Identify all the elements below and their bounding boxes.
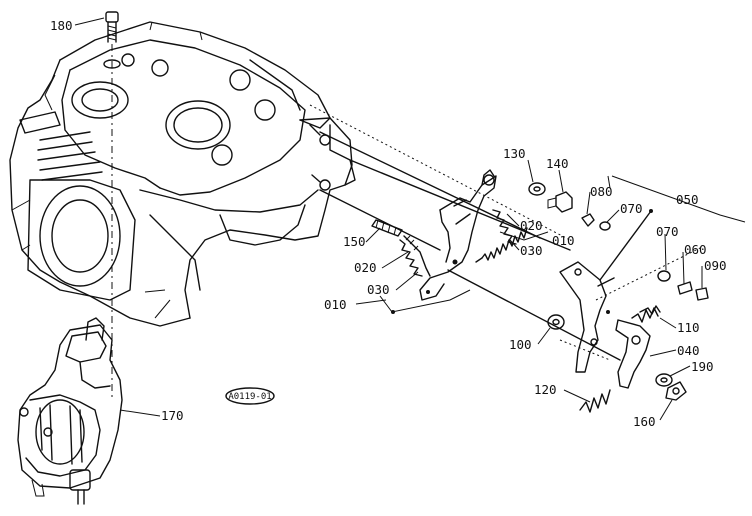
- washer-100: [547, 314, 565, 330]
- spring-120: [579, 389, 611, 413]
- callout-180: 180: [50, 18, 73, 33]
- washer-070-b: [657, 270, 671, 282]
- washer-070-a: [599, 221, 611, 231]
- callout-020-a: 020: [520, 218, 543, 233]
- callout-100: 100: [509, 337, 532, 352]
- group-050-bracket: [611, 175, 746, 223]
- callout-020-b: 020: [354, 260, 377, 275]
- group-050-tick: [607, 175, 611, 189]
- drawing-code: A0119-01: [228, 392, 271, 402]
- shaft-lower: [349, 159, 571, 251]
- callout-110: 110: [677, 320, 700, 335]
- spring-030-a: [475, 227, 528, 263]
- group-010-dot: [391, 310, 395, 314]
- assembly-line-1: [309, 104, 571, 241]
- spring-020-upper: [492, 209, 517, 245]
- callout-010-a: 010: [552, 233, 575, 248]
- callout-170: 170: [161, 408, 184, 423]
- shaft-lever-link: [447, 269, 621, 361]
- callout-030-a: 030: [520, 243, 543, 258]
- callout-050: 050: [676, 192, 699, 207]
- bolt-140: [547, 191, 573, 213]
- washer-190: [655, 373, 673, 387]
- nut-080: [581, 213, 595, 227]
- callout-060: 060: [684, 242, 707, 257]
- bolt-180: [103, 11, 121, 69]
- callout-120: 120: [534, 382, 557, 397]
- callout-070-b: 070: [656, 224, 679, 239]
- pin-060: [677, 281, 693, 295]
- drawing-code-stamp: A0119-01: [225, 387, 275, 405]
- assembly-line-3: [559, 339, 611, 361]
- governor-lever: [559, 261, 615, 373]
- callout-030-b: 030: [367, 282, 390, 297]
- callout-070-a: 070: [620, 201, 643, 216]
- leader-lines: [74, 17, 703, 421]
- starter-motor: [17, 317, 123, 505]
- callout-140: 140: [546, 156, 569, 171]
- callout-labels: 180 130 140 080 050 070 070 060 090 020 …: [50, 18, 727, 429]
- governor-bracket: [419, 169, 497, 301]
- callout-160: 160: [633, 414, 656, 429]
- spring-110: [631, 307, 659, 323]
- nut-160: [665, 381, 687, 401]
- washer-130: [528, 182, 546, 196]
- callout-150: 150: [343, 234, 366, 249]
- nut-090: [695, 287, 709, 301]
- shaft-mid: [319, 189, 441, 251]
- callout-090: 090: [704, 258, 727, 273]
- callout-040: 040: [677, 343, 700, 358]
- callout-190: 190: [691, 359, 714, 374]
- pivot-line: [599, 210, 652, 281]
- engine-crankcase: [9, 21, 356, 327]
- rod-150: [371, 219, 403, 237]
- rod-020: [403, 235, 431, 277]
- group-010-upper: [499, 231, 549, 241]
- spring-030-b: [399, 239, 423, 277]
- group-010-bracket: [379, 289, 471, 313]
- callout-080: 080: [590, 184, 613, 199]
- callout-010-b: 010: [324, 297, 347, 312]
- lever-110: [615, 305, 661, 389]
- callout-130: 130: [503, 146, 526, 161]
